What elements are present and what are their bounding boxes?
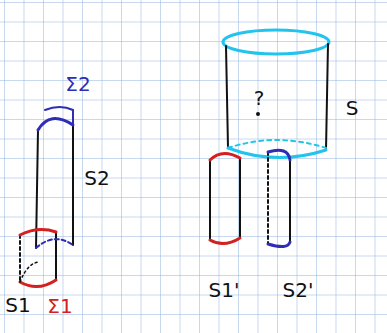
- surface-label: S1: [5, 295, 30, 315]
- cylinder: [223, 30, 329, 158]
- split-cylinder: [20, 107, 73, 287]
- boundary-label: Σ1: [47, 296, 72, 316]
- half-cylinders: [210, 150, 290, 246]
- surface-label: S2: [84, 168, 109, 188]
- boundary-label: Σ2: [65, 74, 90, 94]
- surface-label: S: [346, 98, 359, 118]
- surface-label: S2': [283, 280, 314, 300]
- point-mark: ?: [254, 88, 265, 108]
- surface-label: S1': [209, 280, 240, 300]
